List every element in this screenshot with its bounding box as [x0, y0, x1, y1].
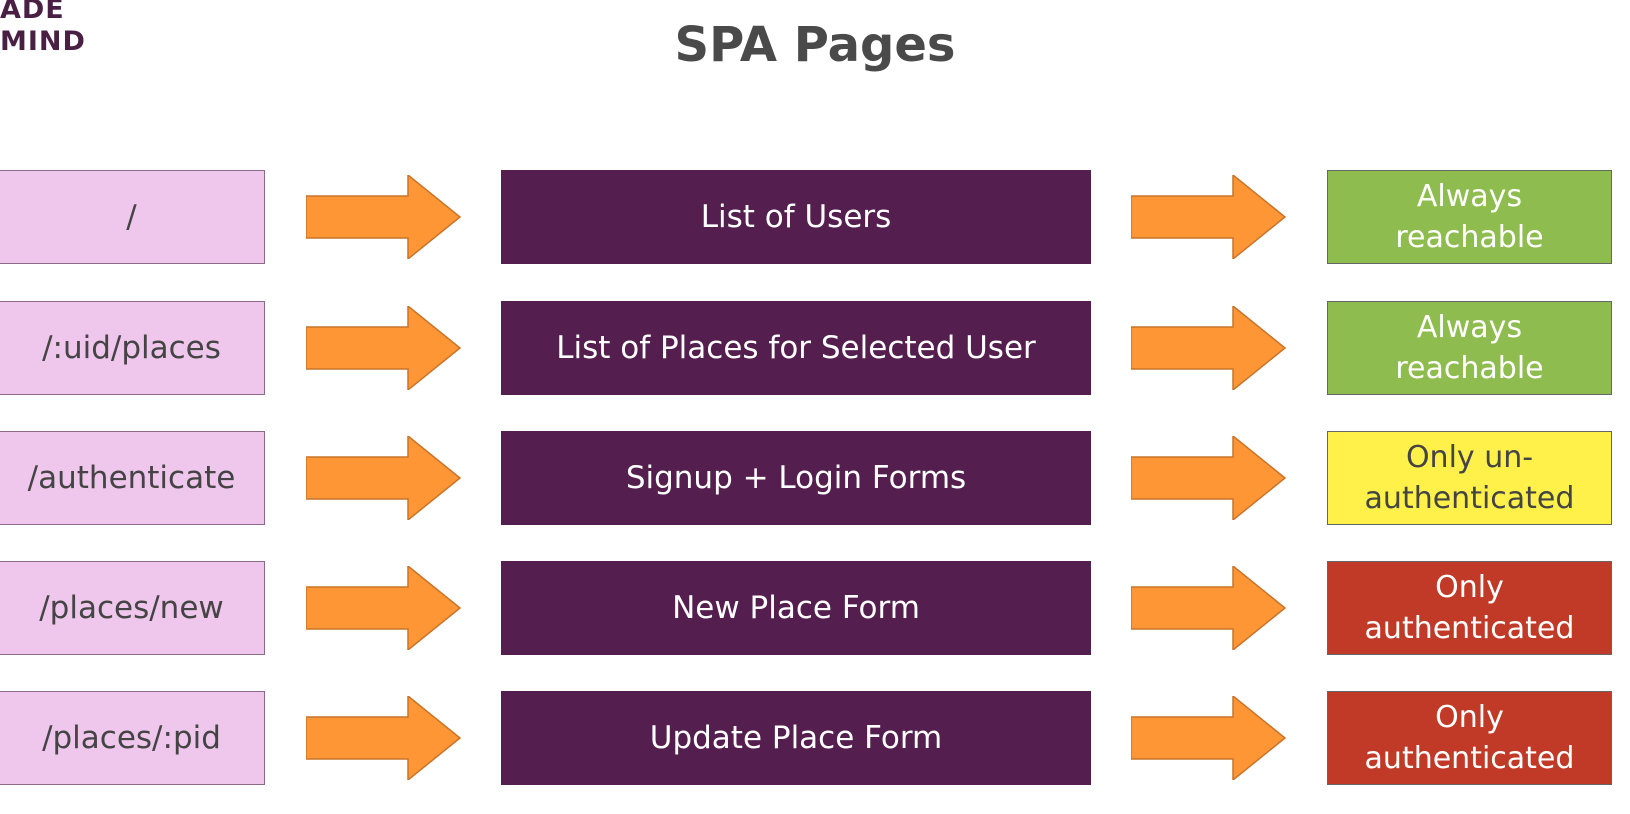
diagram-row: /authenticate Signup + Login Forms Only un… — [0, 431, 1630, 527]
page-box: Update Place Form — [501, 691, 1091, 785]
route-box: / — [0, 170, 265, 264]
access-badge: Always reachable — [1327, 170, 1612, 264]
diagram-row: / List of Users Always reachable — [0, 170, 1630, 266]
page-to-access-arrow — [1131, 696, 1287, 780]
brand-logo: ADE MIND — [0, 0, 110, 70]
access-line-1: Always — [1416, 310, 1523, 345]
page-box: New Place Form — [501, 561, 1091, 655]
logo-line-1: ADE — [0, 0, 65, 25]
diagram-row: /places/:pid Update Place Form Only authent… — [0, 691, 1630, 787]
access-line-2: authenticated — [1364, 741, 1575, 776]
page-to-access-arrow — [1131, 436, 1287, 520]
page-to-access-arrow — [1131, 566, 1287, 650]
access-line-2: reachable — [1395, 220, 1544, 255]
access-line-2: authenticated — [1364, 481, 1575, 516]
access-line-1: Only un- — [1405, 440, 1534, 475]
access-line-2: reachable — [1395, 351, 1544, 386]
route-box: /:uid/places — [0, 301, 265, 395]
access-badge: Only un-authenticated — [1327, 431, 1612, 525]
diagram-row: /:uid/places List of Places for Selected … — [0, 301, 1630, 397]
access-badge: Always reachable — [1327, 301, 1612, 395]
route-to-page-arrow — [306, 696, 462, 780]
page-box: List of Users — [501, 170, 1091, 264]
diagram-row: /places/new New Place Form Only authenticat… — [0, 561, 1630, 657]
route-to-page-arrow — [306, 175, 462, 259]
route-to-page-arrow — [306, 306, 462, 390]
page-to-access-arrow — [1131, 175, 1287, 259]
access-text: Always reachable — [1395, 176, 1543, 258]
page-box: List of Places for Selected User — [501, 301, 1091, 395]
access-line-1: Always — [1416, 179, 1523, 214]
access-text: Only authenticated — [1365, 697, 1575, 779]
access-text: Only authenticated — [1365, 567, 1575, 649]
route-box: /authenticate — [0, 431, 265, 525]
access-line-1: Only — [1435, 700, 1504, 735]
route-to-page-arrow — [306, 566, 462, 650]
page-box: Signup + Login Forms — [501, 431, 1091, 525]
access-badge: Only authenticated — [1327, 561, 1612, 655]
route-to-page-arrow — [306, 436, 462, 520]
page-to-access-arrow — [1131, 306, 1287, 390]
route-box: /places/new — [0, 561, 265, 655]
access-text: Always reachable — [1395, 307, 1543, 389]
access-badge: Only authenticated — [1327, 691, 1612, 785]
access-line-2: authenticated — [1364, 611, 1575, 646]
route-box: /places/:pid — [0, 691, 265, 785]
page-title: SPA Pages — [674, 17, 956, 73]
access-line-1: Only — [1435, 570, 1504, 605]
logo-line-2: MIND — [0, 26, 86, 57]
access-text: Only un-authenticated — [1365, 437, 1575, 519]
